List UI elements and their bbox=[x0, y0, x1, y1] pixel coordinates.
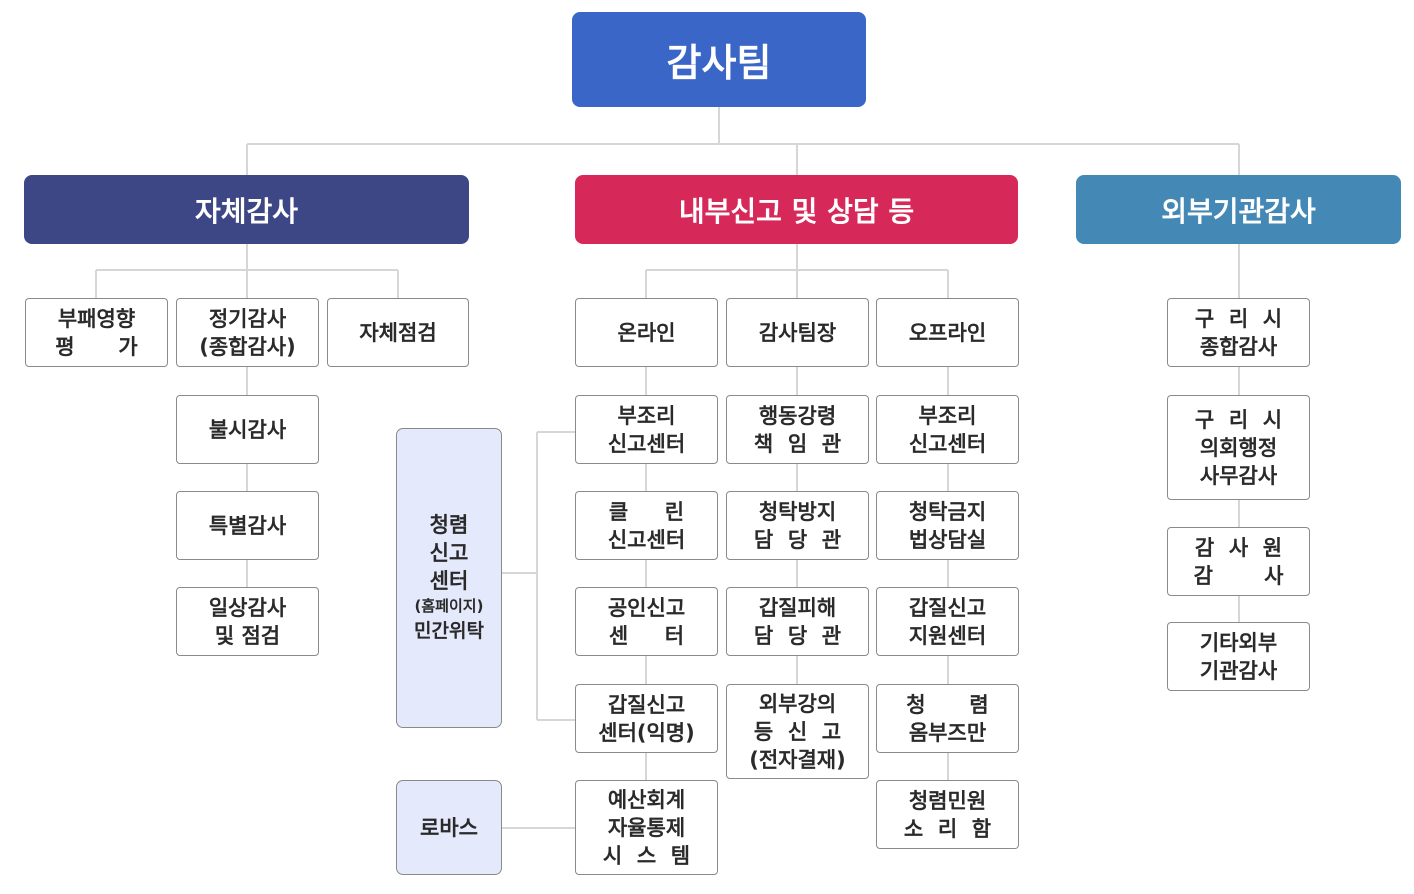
self-audit-header: 자체감사 bbox=[24, 175, 469, 244]
box-line: 종합감사 bbox=[1199, 334, 1278, 359]
box-line: 청탁방지 bbox=[758, 499, 837, 524]
box-line: 자율통제 bbox=[607, 815, 686, 840]
box-line: 등 신 고 bbox=[753, 719, 842, 744]
clean-report-center-box: 클 린 신고센터 bbox=[575, 491, 718, 560]
integrity-ombudsman-box: 청 렴 옴부즈만 bbox=[876, 684, 1019, 753]
anonymous-abuse-report-box: 갑질신고 센터(익명) bbox=[575, 684, 718, 753]
city-general-audit-box: 구 리 시 종합감사 bbox=[1167, 298, 1310, 367]
box-line: 법상담실 bbox=[908, 527, 987, 552]
box-line: (전자결재) bbox=[749, 747, 846, 772]
box-line: 기관감사 bbox=[1199, 658, 1278, 683]
box-line: 신고센터 bbox=[908, 431, 987, 456]
box-line: 청 렴 bbox=[906, 692, 989, 717]
offline-corruption-report-box: 부조리 신고센터 bbox=[876, 395, 1019, 464]
box-line: 청탁금지 bbox=[908, 499, 987, 524]
box-line: 담 당 관 bbox=[753, 623, 842, 648]
box-line: 부조리 bbox=[918, 403, 977, 428]
box-line: 갑질신고 bbox=[908, 595, 987, 620]
box-line: 기타외부 bbox=[1199, 630, 1278, 655]
box-line: 의회행정 bbox=[1199, 435, 1278, 460]
box-line: 갑질피해 bbox=[758, 595, 837, 620]
box-line: 옴부즈만 bbox=[908, 720, 987, 745]
box-line: (종합감사) bbox=[199, 334, 296, 359]
external-lecture-report-box: 외부강의 등 신 고 (전자결재) bbox=[726, 684, 869, 779]
internal-report-header: 내부신고 및 상담 등 bbox=[575, 175, 1018, 244]
box-line: 감 사 원 bbox=[1194, 535, 1283, 560]
box-line: 행동강령 bbox=[758, 403, 837, 428]
box-line: 감사팀장 bbox=[758, 320, 837, 345]
special-audit-box: 특별감사 bbox=[176, 491, 319, 560]
box-line: 온라인 bbox=[617, 320, 676, 345]
box-line: 평 가 bbox=[55, 334, 138, 359]
box-line: 민간위탁 bbox=[414, 620, 484, 642]
box-line: 일상감사 bbox=[208, 595, 287, 620]
solicitation-prevention-officer-box: 청탁방지 담 당 관 bbox=[726, 491, 869, 560]
box-line: 구 리 시 bbox=[1194, 306, 1283, 331]
box-line: 지원센터 bbox=[908, 623, 987, 648]
box-line: 정기감사 bbox=[208, 306, 287, 331]
box-line: 센터 bbox=[429, 569, 469, 593]
box-line: 부패영향 bbox=[57, 306, 136, 331]
box-line: 갑질신고 bbox=[607, 692, 686, 717]
box-line: 로바스 bbox=[420, 815, 478, 840]
box-line: 청렴 bbox=[429, 513, 469, 537]
online-box: 온라인 bbox=[575, 298, 718, 367]
online-corruption-report-box: 부조리 신고센터 bbox=[575, 395, 718, 464]
box-line: 예산회계 bbox=[607, 787, 686, 812]
self-check-box: 자체점검 bbox=[327, 298, 469, 367]
box-line: 및 점검 bbox=[214, 623, 281, 648]
anticorruption-assessment-box: 부패영향 평 가 bbox=[25, 298, 168, 367]
box-line: 담 당 관 bbox=[753, 527, 842, 552]
offline-box: 오프라인 bbox=[876, 298, 1019, 367]
robas-box: 로바스 bbox=[396, 780, 502, 875]
box-line: 특별감사 bbox=[208, 513, 287, 538]
public-interest-report-box: 공인신고 센 터 bbox=[575, 587, 718, 656]
box-line: 책 임 관 bbox=[753, 431, 842, 456]
box-line: 부조리 bbox=[617, 403, 676, 428]
integrity-report-center-box: 청렴 신고 센터 (홈페이지) 민간위탁 bbox=[396, 428, 502, 728]
abuse-support-center-box: 갑질신고 지원센터 bbox=[876, 587, 1019, 656]
box-line: 신고센터 bbox=[607, 431, 686, 456]
box-line: 자체점검 bbox=[359, 320, 437, 345]
box-line: 센 터 bbox=[608, 623, 685, 648]
code-of-conduct-officer-box: 행동강령 책 임 관 bbox=[726, 395, 869, 464]
surprise-audit-box: 불시감사 bbox=[176, 395, 319, 464]
regular-audit-box: 정기감사 (종합감사) bbox=[176, 298, 319, 367]
box-line: 공인신고 bbox=[607, 595, 686, 620]
box-line: 신고 bbox=[429, 541, 469, 565]
daily-audit-box: 일상감사 및 점검 bbox=[176, 587, 319, 656]
box-line: 센터(익명) bbox=[598, 720, 695, 745]
box-line: 소 리 함 bbox=[903, 816, 992, 841]
box-line: 사무감사 bbox=[1199, 463, 1278, 488]
box-line: 감 사 bbox=[1193, 563, 1284, 588]
box-line: 신고센터 bbox=[607, 527, 686, 552]
audit-chief-box: 감사팀장 bbox=[726, 298, 869, 367]
box-line: 외부강의 bbox=[758, 691, 837, 716]
box-line: 구 리 시 bbox=[1194, 407, 1283, 432]
box-line: 시 스 템 bbox=[602, 843, 691, 868]
abuse-victim-officer-box: 갑질피해 담 당 관 bbox=[726, 587, 869, 656]
box-line: 청렴민원 bbox=[908, 788, 987, 813]
audit-team-header: 감사팀 bbox=[572, 12, 866, 107]
box-line: 클 린 bbox=[608, 499, 685, 524]
box-line: 오프라인 bbox=[908, 320, 987, 345]
board-of-audit-box: 감 사 원 감 사 bbox=[1167, 527, 1310, 596]
city-council-audit-box: 구 리 시 의회행정 사무감사 bbox=[1167, 395, 1310, 500]
integrity-complaint-box: 청렴민원 소 리 함 bbox=[876, 780, 1019, 849]
box-line: (홈페이지) bbox=[414, 597, 484, 615]
other-external-audit-box: 기타외부 기관감사 bbox=[1167, 622, 1310, 691]
external-audit-header: 외부기관감사 bbox=[1076, 175, 1401, 244]
box-line: 불시감사 bbox=[208, 417, 287, 442]
solicitation-counseling-box: 청탁금지 법상담실 bbox=[876, 491, 1019, 560]
budget-control-system-box: 예산회계 자율통제 시 스 템 bbox=[575, 780, 718, 875]
